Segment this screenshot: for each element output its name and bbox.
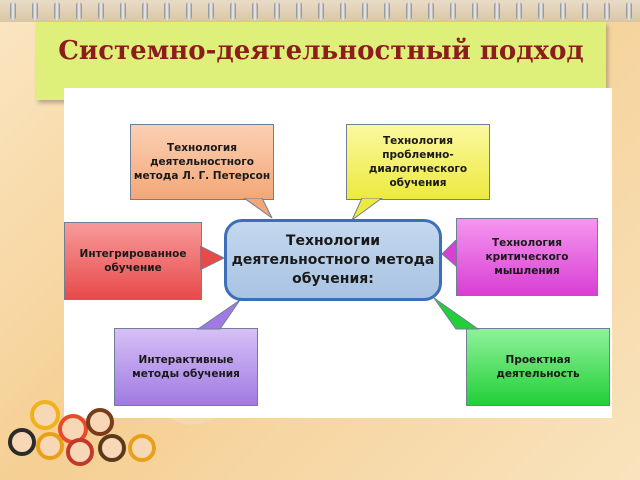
spiral-ring (406, 2, 412, 20)
spiral-ring (98, 2, 104, 20)
spiral-ring (54, 2, 60, 20)
spiral-binding-icon (0, 0, 640, 22)
spiral-ring (516, 2, 522, 20)
node-peterson-method: Технология деятельностного метода Л. Г. … (130, 124, 274, 200)
node-critical-thinking: Технология критического мышления (456, 218, 598, 296)
node-label: Проектная деятельность (496, 354, 580, 380)
spiral-ring (604, 2, 610, 20)
spiral-ring (296, 2, 302, 20)
node-interactive-methods: Интерактивные методы обучения (114, 328, 258, 406)
spiral-ring (186, 2, 192, 20)
spiral-ring (428, 2, 434, 20)
spiral-ring (120, 2, 126, 20)
title-banner: Системно-деятельностный подход (36, 22, 606, 100)
spiral-ring (450, 2, 456, 20)
spiral-ring (472, 2, 478, 20)
spiral-ring (362, 2, 368, 20)
spiral-ring (32, 2, 38, 20)
node-tail (243, 198, 273, 219)
spiral-ring (340, 2, 346, 20)
node-integrated-learning: Интегрированное обучение (64, 222, 202, 300)
node-label: Технология деятельностного метода Л. Г. … (133, 142, 271, 182)
spiral-ring (10, 2, 16, 20)
spiral-ring (384, 2, 390, 20)
page-title: Системно-деятельностный подход (58, 36, 584, 66)
spiral-ring (76, 2, 82, 20)
spiral-ring (582, 2, 588, 20)
node-label: Интегрированное обучение (79, 248, 187, 274)
node-tail (196, 299, 241, 330)
spiral-ring (208, 2, 214, 20)
spiral-ring (142, 2, 148, 20)
node-tail (442, 240, 457, 268)
node-tail (200, 246, 226, 271)
spiral-ring (538, 2, 544, 20)
spiral-ring (318, 2, 324, 20)
spiral-ring (230, 2, 236, 20)
spiral-ring (274, 2, 280, 20)
node-label: Интерактивные методы обучения (132, 354, 240, 380)
spiral-ring (494, 2, 500, 20)
center-node-label: Технологии деятельностного метода обучен… (231, 232, 435, 287)
center-node: Технологии деятельностного метода обучен… (224, 219, 442, 301)
spiral-ring (626, 2, 632, 20)
spiral-ring (164, 2, 170, 20)
node-project-activity: Проектная деятельность (466, 328, 610, 406)
spiral-ring (560, 2, 566, 20)
node-label: Технология критического мышления (485, 237, 569, 277)
children-figures-icon (0, 398, 160, 468)
node-tail (433, 297, 480, 330)
spiral-ring (252, 2, 258, 20)
node-label: Технология проблемно-диалогического обуч… (368, 135, 468, 189)
node-tail (350, 198, 383, 222)
node-problem-dialog: Технология проблемно-диалогического обуч… (346, 124, 490, 200)
